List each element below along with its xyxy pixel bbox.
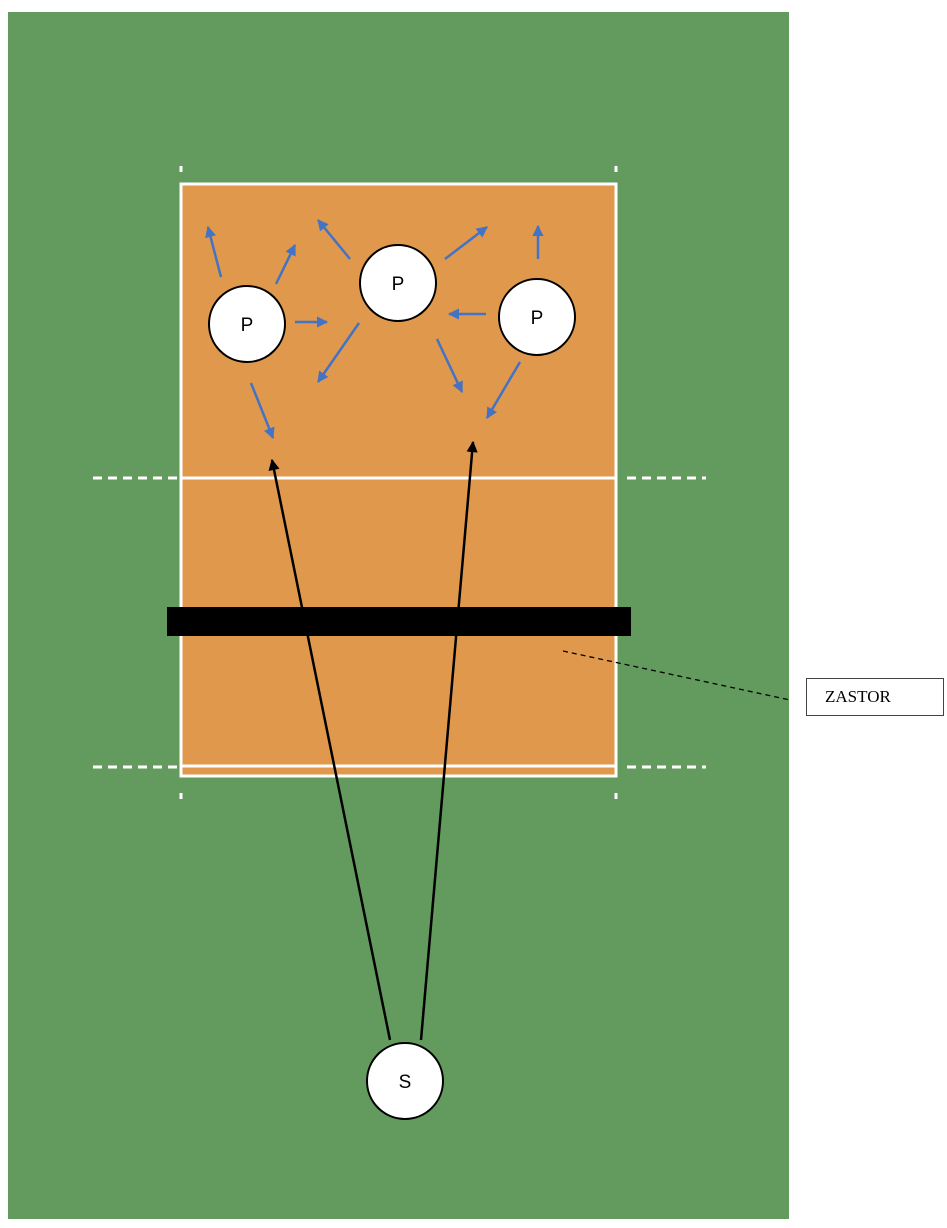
server: S — [366, 1042, 444, 1120]
movement-arrow — [205, 225, 223, 278]
net-curtain — [167, 607, 631, 636]
player-label: P — [531, 308, 544, 329]
movement-arrow — [317, 219, 351, 260]
movement-arrow — [316, 322, 361, 383]
movement-arrow — [485, 361, 522, 419]
movement-arrow — [444, 226, 488, 260]
callout-label: ZASTOR — [825, 687, 891, 706]
movement-arrows — [205, 219, 544, 440]
serve-path-left — [268, 458, 392, 1041]
player-left: P — [208, 285, 286, 363]
player-label: P — [241, 315, 254, 336]
player-label: P — [392, 274, 405, 295]
callout-label-box: ZASTOR — [806, 678, 944, 716]
movement-arrow — [249, 382, 275, 440]
callout-leader — [562, 650, 791, 701]
player-middle: P — [359, 244, 437, 322]
server-label: S — [399, 1072, 412, 1093]
serve-paths — [268, 440, 478, 1041]
serve-path-right — [419, 440, 478, 1041]
player-right: P — [498, 278, 576, 356]
movement-arrow — [274, 243, 297, 285]
movement-arrow — [435, 338, 464, 394]
